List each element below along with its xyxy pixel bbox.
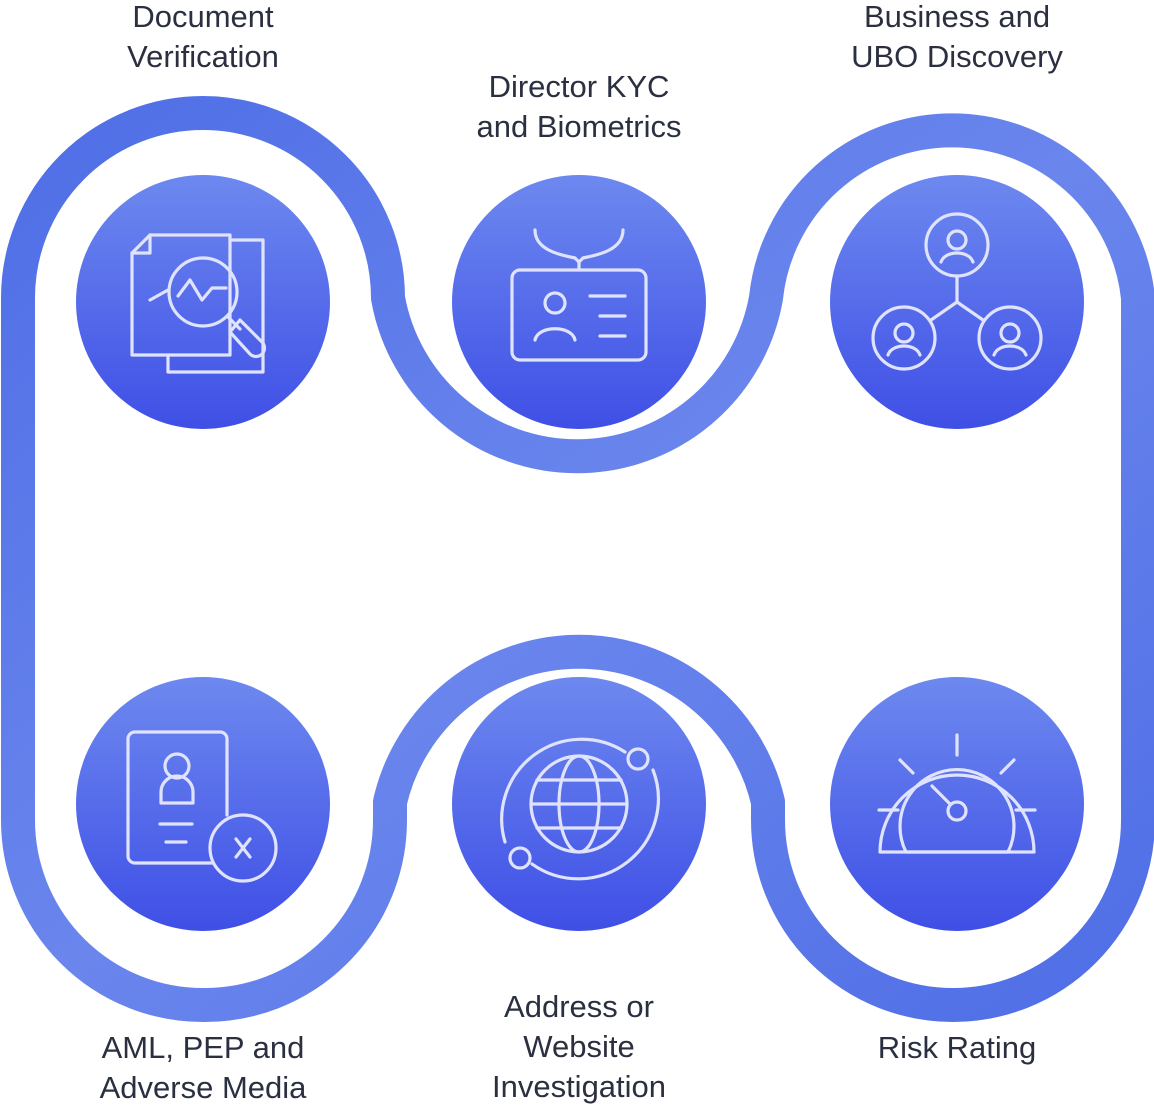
circle-document-verification [76,175,330,429]
label-aml-pep: AML, PEP and Adverse Media [99,1030,307,1105]
circle-director-kyc [452,175,706,429]
label-risk-rating: Risk Rating [877,1030,1037,1065]
label-document-verification: Document Verification [127,0,279,74]
globe-orbit-icon [500,737,660,881]
label-director-kyc: Director KYC and Biometrics [476,69,682,144]
profile-reject-icon [126,730,278,883]
circle-aml-pep [76,677,330,931]
track-path [1,96,1154,1023]
document-search-icon [130,233,267,374]
connector-track [1,96,1154,1023]
label-address-website: Address or Website Investigation [491,989,667,1104]
circle-risk-rating [830,677,1084,931]
ownership-network-icon [871,212,1043,371]
label-business-ubo: Business and UBO Discovery [851,0,1063,74]
id-card-icon [510,228,648,362]
speedometer-icon [877,733,1037,854]
